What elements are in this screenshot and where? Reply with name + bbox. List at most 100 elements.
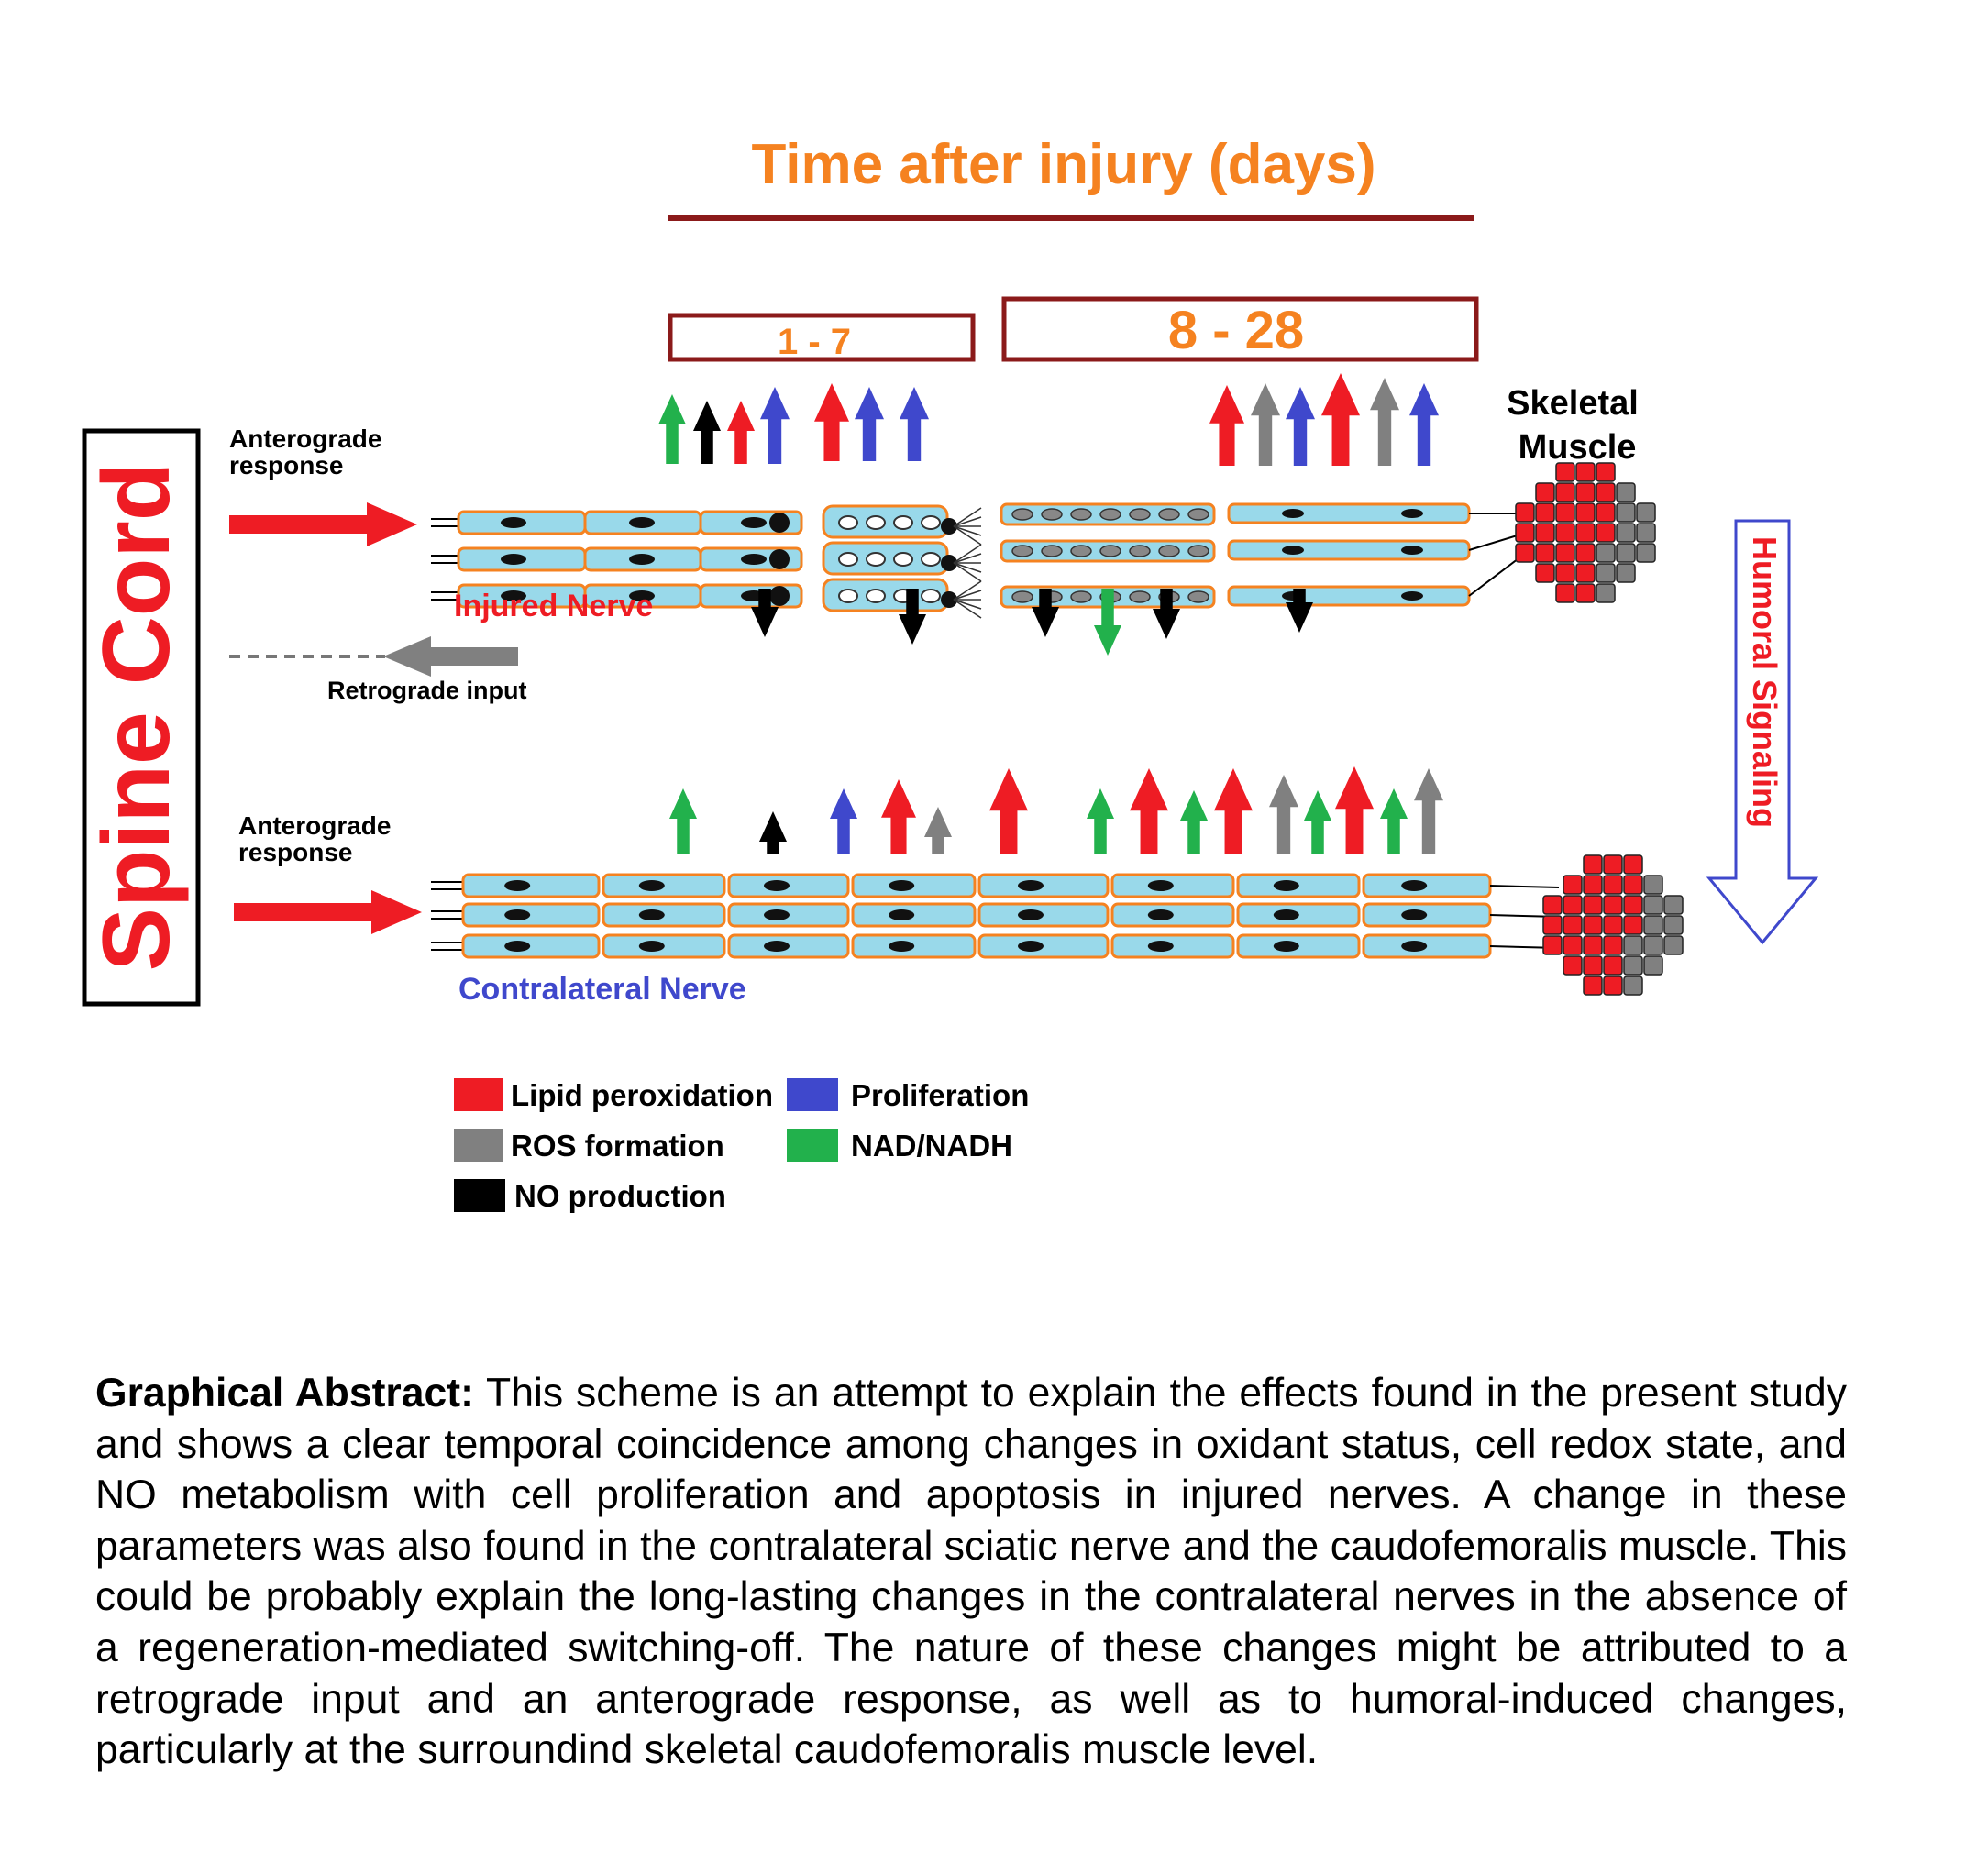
nucleus (1273, 909, 1299, 920)
muscle-fiber (1663, 895, 1684, 915)
up-arrow (1370, 378, 1399, 466)
muscle-fiber (1515, 543, 1535, 563)
title-rule (668, 215, 1474, 221)
muscle-label-line2: Muscle (1519, 428, 1637, 467)
macrophage (941, 591, 957, 608)
nucleus (1401, 941, 1428, 952)
process-line (953, 599, 982, 619)
myelin-debris (1129, 590, 1151, 603)
regenerated-segment (1227, 585, 1471, 607)
process-line (953, 507, 982, 527)
muscle-fiber (1542, 935, 1563, 955)
debris (866, 552, 886, 567)
muscle-fiber (1575, 462, 1596, 482)
myelin-debris (1129, 508, 1151, 521)
anterograde-top-line1: Anterograde (229, 424, 381, 453)
process-line (953, 516, 982, 527)
up-arrow (1321, 373, 1360, 466)
up-arrow (900, 387, 929, 461)
muscle-fiber (1535, 502, 1555, 523)
nucleus (504, 909, 531, 920)
muscle-fiber (1583, 935, 1603, 955)
myelin-debris (1129, 545, 1151, 557)
myelin-debris (1070, 545, 1092, 557)
regenerated-segment (1227, 502, 1471, 524)
myelin-debris (1099, 508, 1121, 521)
muscle-fiber (1596, 543, 1616, 563)
muscle-fiber (1596, 523, 1616, 543)
muscle-fiber (1603, 955, 1623, 976)
legend: Lipid peroxidation Proliferation ROS for… (454, 1078, 1029, 1213)
down-arrow (1153, 589, 1180, 639)
debris (921, 552, 941, 567)
nucleus (638, 941, 665, 952)
myelin-debris (1041, 545, 1063, 557)
diagram: Time after injury (days) 1 - 7 8 - 28 Sp… (82, 133, 1819, 1213)
up-arrow (1130, 768, 1168, 854)
nucleus (1018, 880, 1044, 891)
up-arrow (1251, 383, 1280, 466)
muscle-fiber (1643, 915, 1663, 935)
regenerated-segment (1227, 539, 1471, 561)
myelin-debris (1099, 545, 1121, 557)
nucleus (764, 880, 790, 891)
humoral-signaling-arrow (1706, 519, 1819, 945)
muscle-fiber (1575, 583, 1596, 603)
anterograde-top-arrow (229, 502, 417, 546)
muscle-fiber (1542, 915, 1563, 935)
muscle-fiber (1555, 563, 1575, 583)
nucleus (638, 909, 665, 920)
muscle-fiber (1583, 915, 1603, 935)
muscle-fiber (1623, 854, 1643, 875)
nucleus (764, 909, 790, 920)
nucleus (504, 941, 531, 952)
muscle-fiber (1663, 915, 1684, 935)
nucleus (638, 880, 665, 891)
process-line (953, 599, 982, 610)
down-arrow (751, 589, 779, 637)
nucleus (1018, 941, 1044, 952)
up-arrow (989, 768, 1028, 854)
caption-text: This scheme is an attempt to explain the… (95, 1371, 1847, 1773)
skeletal-muscle-bottom (1542, 854, 1684, 996)
humoral-signaling-label: Humoral Signaling (1746, 536, 1784, 828)
degeneration-bulb (769, 513, 790, 533)
nucleus (741, 554, 767, 565)
up-arrow (1335, 766, 1374, 854)
up-arrow (881, 779, 916, 854)
down-arrow (1032, 589, 1059, 637)
legend-lipid-label: Lipid peroxidation (511, 1078, 773, 1112)
muscle-fiber (1596, 502, 1616, 523)
muscle-fiber (1596, 482, 1616, 502)
nucleus (1273, 941, 1299, 952)
muscle-fiber (1623, 875, 1643, 895)
schwann-segment (461, 933, 601, 959)
muscle-fiber (1575, 543, 1596, 563)
muscle-fiber (1636, 543, 1656, 563)
myelin-debris (1158, 545, 1180, 557)
muscle-fiber (1535, 482, 1555, 502)
nucleus (889, 909, 915, 920)
nucleus (764, 941, 790, 952)
muscle-fiber (1575, 563, 1596, 583)
muscle-fiber (1515, 502, 1535, 523)
nucleus (1147, 941, 1174, 952)
up-arrow (759, 811, 787, 854)
up-arrow (1209, 385, 1244, 466)
muscle-label-line1: Skeletal (1507, 384, 1639, 423)
muscle-fiber (1623, 976, 1643, 996)
down-arrow (1094, 589, 1121, 656)
legend-nad-label: NAD/NADH (851, 1129, 1012, 1163)
nucleus (629, 590, 655, 601)
debris (866, 589, 886, 603)
nucleus (504, 880, 531, 891)
muscle-fiber (1616, 523, 1636, 543)
nucleus (1273, 880, 1299, 891)
nucleus (1401, 909, 1428, 920)
legend-swatch-nad (787, 1129, 838, 1162)
muscle-fiber (1555, 523, 1575, 543)
spine-cord-label: Spine Cord (83, 463, 190, 972)
muscle-fiber (1623, 915, 1643, 935)
muscle-fiber (1643, 875, 1663, 895)
legend-swatch-ros (454, 1129, 503, 1162)
